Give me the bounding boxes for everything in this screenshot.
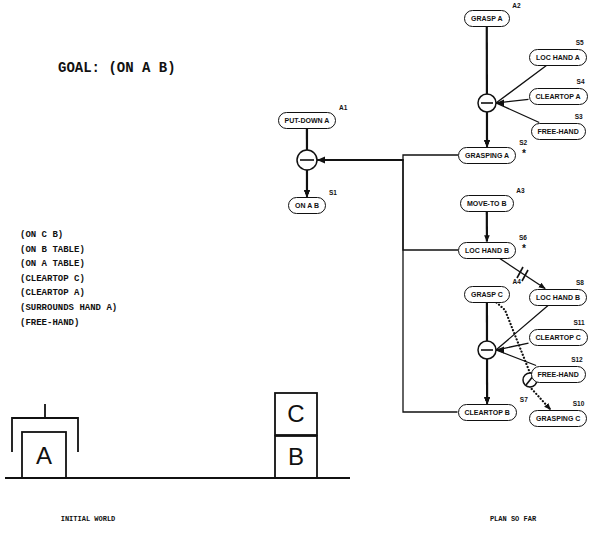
connector: [497, 303, 551, 410]
connector: [307, 155, 458, 197]
block-a: [22, 432, 66, 478]
world-fact: (SURROUNDS HAND A): [20, 303, 117, 314]
node-label: ON A B: [295, 202, 319, 209]
node-number: S8: [576, 279, 584, 287]
node-number: A2: [512, 2, 520, 10]
arrow-head: [496, 347, 504, 354]
plan-node: GRASPING CS10: [529, 410, 587, 427]
node-label: CLEARTOP B: [465, 409, 510, 416]
connector: [307, 160, 458, 250]
connector: [307, 160, 458, 412]
minus-mark: [300, 159, 314, 161]
node-label: CLEARTOP A: [536, 93, 581, 100]
node-number: A3: [516, 187, 524, 195]
and-junction: [478, 94, 496, 112]
node-label: GRASP A: [471, 15, 503, 22]
plan-node: FREE-HANDS12: [531, 366, 586, 383]
connector: [500, 259, 545, 289]
plan-node: CLEARTOP CS11: [529, 329, 588, 346]
plan-node: FREE-HANDS3: [531, 123, 586, 140]
block-b: [275, 436, 317, 478]
connector: [487, 350, 536, 404]
arrow-head: [317, 157, 325, 164]
node-label: FREE-HAND: [538, 128, 579, 135]
plan-node: GRASP AA2: [464, 10, 510, 27]
break-mark: [522, 270, 528, 281]
node-number: A4: [512, 278, 520, 286]
plan-node: LOC HAND BS8: [529, 289, 587, 306]
node-number: S2: [519, 139, 527, 147]
plan-node: MOVE-TO BA3: [460, 195, 514, 212]
plan-node: GRASP CA4: [464, 286, 510, 303]
panel-caption: PLAN SO FAR: [490, 515, 536, 524]
connector: [487, 306, 548, 404]
node-number: S3: [575, 113, 583, 121]
plan-node: LOC HAND BS6: [458, 242, 516, 259]
node-label: GRASPING C: [536, 415, 580, 422]
node-label: MOVE-TO B: [467, 200, 507, 207]
block-letter: B: [288, 444, 304, 470]
panel-caption: INITIAL WORLD: [61, 515, 116, 524]
block-letter: A: [36, 443, 52, 469]
world-fact: (ON C B): [20, 230, 63, 241]
minus-mark: [481, 102, 493, 104]
node-number: S1: [329, 189, 337, 197]
block-c: [275, 393, 317, 435]
node-label: LOC HAND B: [536, 294, 580, 301]
break-mark: [517, 267, 523, 278]
node-number: S12: [571, 356, 583, 364]
world-fact: (ON A TABLE): [20, 259, 85, 270]
plan-node: PUT-DOWN AA1: [278, 112, 337, 129]
plan-node: CLEARTOP BS7: [458, 404, 517, 421]
node-label: LOC HAND B: [465, 247, 509, 254]
minus-mark: [481, 349, 493, 351]
node-number: S10: [573, 400, 585, 408]
node-label: GRASP C: [471, 291, 503, 298]
node-label: LOC HAND A: [536, 54, 580, 61]
plan-node: GRASPING AS2: [458, 147, 516, 164]
node-number: S11: [574, 319, 585, 327]
hand-arm: [44, 404, 46, 418]
plan-node: CLEARTOP AS4: [529, 88, 588, 105]
goal-title: GOAL: (ON A B): [58, 60, 176, 76]
plan-node: ON A BS1: [288, 197, 326, 214]
node-label: CLEARTOP C: [536, 334, 581, 341]
node-label: PUT-DOWN A: [285, 117, 330, 124]
plan-node: LOC HAND AS5: [529, 49, 587, 66]
world-fact: (CLEARTOP A): [20, 288, 85, 299]
connector: [487, 103, 539, 147]
node-number: S7: [520, 396, 528, 404]
connector: [486, 212, 488, 242]
world-fact: (CLEARTOP C): [20, 274, 85, 285]
node-number: S4: [577, 78, 585, 86]
node-number: S6: [519, 234, 527, 242]
node-label: FREE-HAND: [538, 371, 579, 378]
node-number: S5: [576, 39, 584, 47]
world-fact: (FREE-HAND): [20, 318, 79, 329]
mark-asterisk: *: [521, 150, 527, 160]
block-letter: C: [287, 401, 304, 427]
world-fact: (ON B TABLE): [20, 245, 85, 256]
and-junction: [297, 150, 317, 170]
node-number: A1: [339, 104, 347, 112]
arrow-head: [496, 100, 504, 107]
mark-asterisk: *: [521, 245, 527, 255]
and-junction: [478, 341, 496, 359]
node-label: GRASPING A: [465, 152, 509, 159]
